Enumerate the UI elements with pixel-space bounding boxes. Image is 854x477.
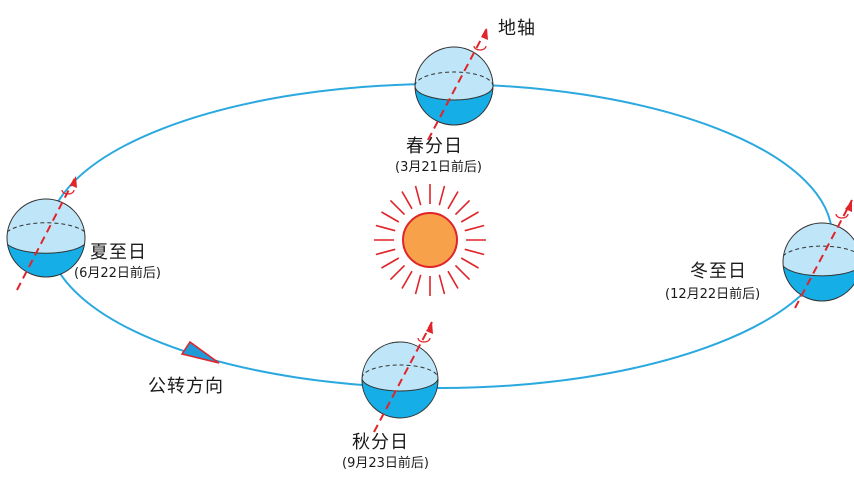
- sun-ray: [375, 248, 396, 256]
- autumn-equinox-date: (9月23日前后): [342, 456, 429, 471]
- winter-solstice-date: (12月22日前后): [665, 287, 761, 302]
- sun-ray: [460, 257, 479, 269]
- axis-winter: [794, 199, 853, 309]
- sun-ray: [460, 211, 479, 223]
- sun-disk: [402, 212, 458, 268]
- spring-equinox-date: (3月21日前后): [395, 160, 482, 175]
- axis-summer: [16, 175, 77, 291]
- sun-ray: [438, 185, 446, 206]
- sun: [374, 184, 486, 296]
- sun-ray: [438, 274, 446, 295]
- sun-ray: [414, 274, 422, 295]
- sun-ray: [464, 248, 485, 256]
- sun-ray: [375, 224, 396, 232]
- globe-spring-equinox: [414, 46, 494, 126]
- globe-autumn-equinox: [361, 341, 439, 419]
- sun-ray: [389, 199, 406, 216]
- sun-ray: [389, 264, 406, 281]
- winter-solstice-label: 冬至日: [690, 261, 747, 282]
- autumn-equinox-label: 秋分日: [352, 432, 409, 453]
- sun-ray: [381, 257, 400, 269]
- summer-solstice-date: (6月22日前后): [74, 266, 161, 281]
- orbit-direction-arrow: [180, 340, 220, 364]
- axis-label: 地轴: [498, 18, 536, 39]
- axis-autumn: [373, 321, 433, 433]
- sun-ray: [447, 270, 459, 289]
- sun-ray: [401, 270, 413, 289]
- summer-solstice-label: 夏至日: [90, 242, 147, 263]
- sun-ray: [381, 211, 400, 223]
- globe-winter-solstice: [782, 222, 854, 302]
- spring-equinox-label: 春分日: [406, 136, 463, 157]
- axis-spring: [427, 27, 488, 141]
- sun-ray: [464, 224, 485, 232]
- orbit-direction-label: 公转方向: [148, 376, 224, 397]
- sun-ray: [401, 191, 413, 210]
- sun-ray: [454, 199, 471, 216]
- sun-ray: [447, 191, 459, 210]
- sun-ray: [454, 264, 471, 281]
- sun-ray: [414, 185, 422, 206]
